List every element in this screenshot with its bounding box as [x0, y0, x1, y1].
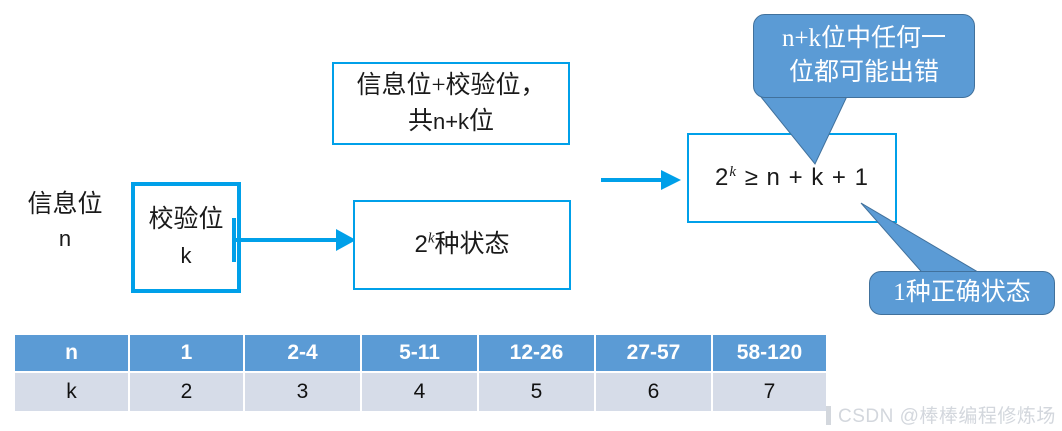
- table-header-row: n 1 2-4 5-11 12-26 27-57 58-120: [15, 335, 826, 371]
- watermark-text: CSDN @棒棒编程修炼场: [838, 406, 1056, 427]
- table-header-cell: 12-26: [479, 335, 594, 371]
- table-cell: 5: [479, 373, 594, 411]
- total-bits-box[interactable]: 信息位+校验位， 共n+k位: [332, 62, 570, 145]
- table-cell: 3: [245, 373, 360, 411]
- formula-base: 2: [715, 164, 730, 191]
- info-bits-label-cn: 信息位: [27, 191, 103, 218]
- callout-top-line1: n+k位中任何一: [781, 25, 947, 52]
- parity-bits-box-value: k: [180, 242, 192, 268]
- table-header-cell: 1: [130, 335, 243, 371]
- formula-exponent: k: [729, 164, 738, 180]
- parity-bits-box[interactable]: 校验位 k: [131, 182, 241, 293]
- watermark-bar: [826, 406, 831, 425]
- formula-box[interactable]: 2k ≥ n + k + 1: [687, 133, 897, 223]
- states-exponent: k: [427, 230, 435, 247]
- states-suffix: 种状态: [434, 231, 510, 258]
- total-bits-line2: 共n+k位: [408, 104, 494, 140]
- states-count-expression: 2k种状态: [414, 227, 509, 263]
- watermark: CSDN @棒棒编程修炼场: [826, 401, 1056, 428]
- total-bits-line2-value: n+k: [432, 108, 470, 134]
- total-bits-line1: 信息位+校验位，: [356, 71, 546, 99]
- table-cell: k: [15, 373, 128, 411]
- total-bits-line2-prefix: 共: [407, 107, 433, 135]
- table-header-cell: 58-120: [713, 335, 826, 371]
- info-bits-label-value: n: [58, 226, 72, 251]
- states-base: 2: [414, 231, 428, 258]
- callout-top-line2: 位都可能出错: [788, 59, 939, 86]
- info-bits-label: 信息位 n: [10, 188, 120, 256]
- parity-bits-box-cn: 校验位: [148, 205, 224, 233]
- callout-top-bubble[interactable]: n+k位中任何一 位都可能出错: [753, 14, 975, 98]
- arrow-states-to-formula: [601, 170, 681, 190]
- table-header-cell: n: [15, 335, 128, 371]
- formula-expression: 2k ≥ n + k + 1: [715, 160, 869, 196]
- callout-bottom-bubble[interactable]: 1种正确状态: [869, 271, 1055, 315]
- arrow-parity-to-states: [232, 218, 356, 262]
- callout-bottom-text: 1种正确状态: [893, 279, 1031, 306]
- table-cell: 2: [130, 373, 243, 411]
- table-cell: 6: [596, 373, 711, 411]
- total-bits-line2-suffix: 位: [469, 107, 495, 135]
- nk-table: n 1 2-4 5-11 12-26 27-57 58-120 k 2 3 4 …: [13, 333, 828, 413]
- formula-rest: ≥ n + k + 1: [744, 164, 869, 191]
- states-count-box[interactable]: 2k种状态: [353, 200, 571, 290]
- table-cell: 7: [713, 373, 826, 411]
- table-row: k 2 3 4 5 6 7: [15, 373, 826, 411]
- table-cell: 4: [362, 373, 477, 411]
- table-header-cell: 5-11: [362, 335, 477, 371]
- table-header-cell: 27-57: [596, 335, 711, 371]
- table-header-cell: 2-4: [245, 335, 360, 371]
